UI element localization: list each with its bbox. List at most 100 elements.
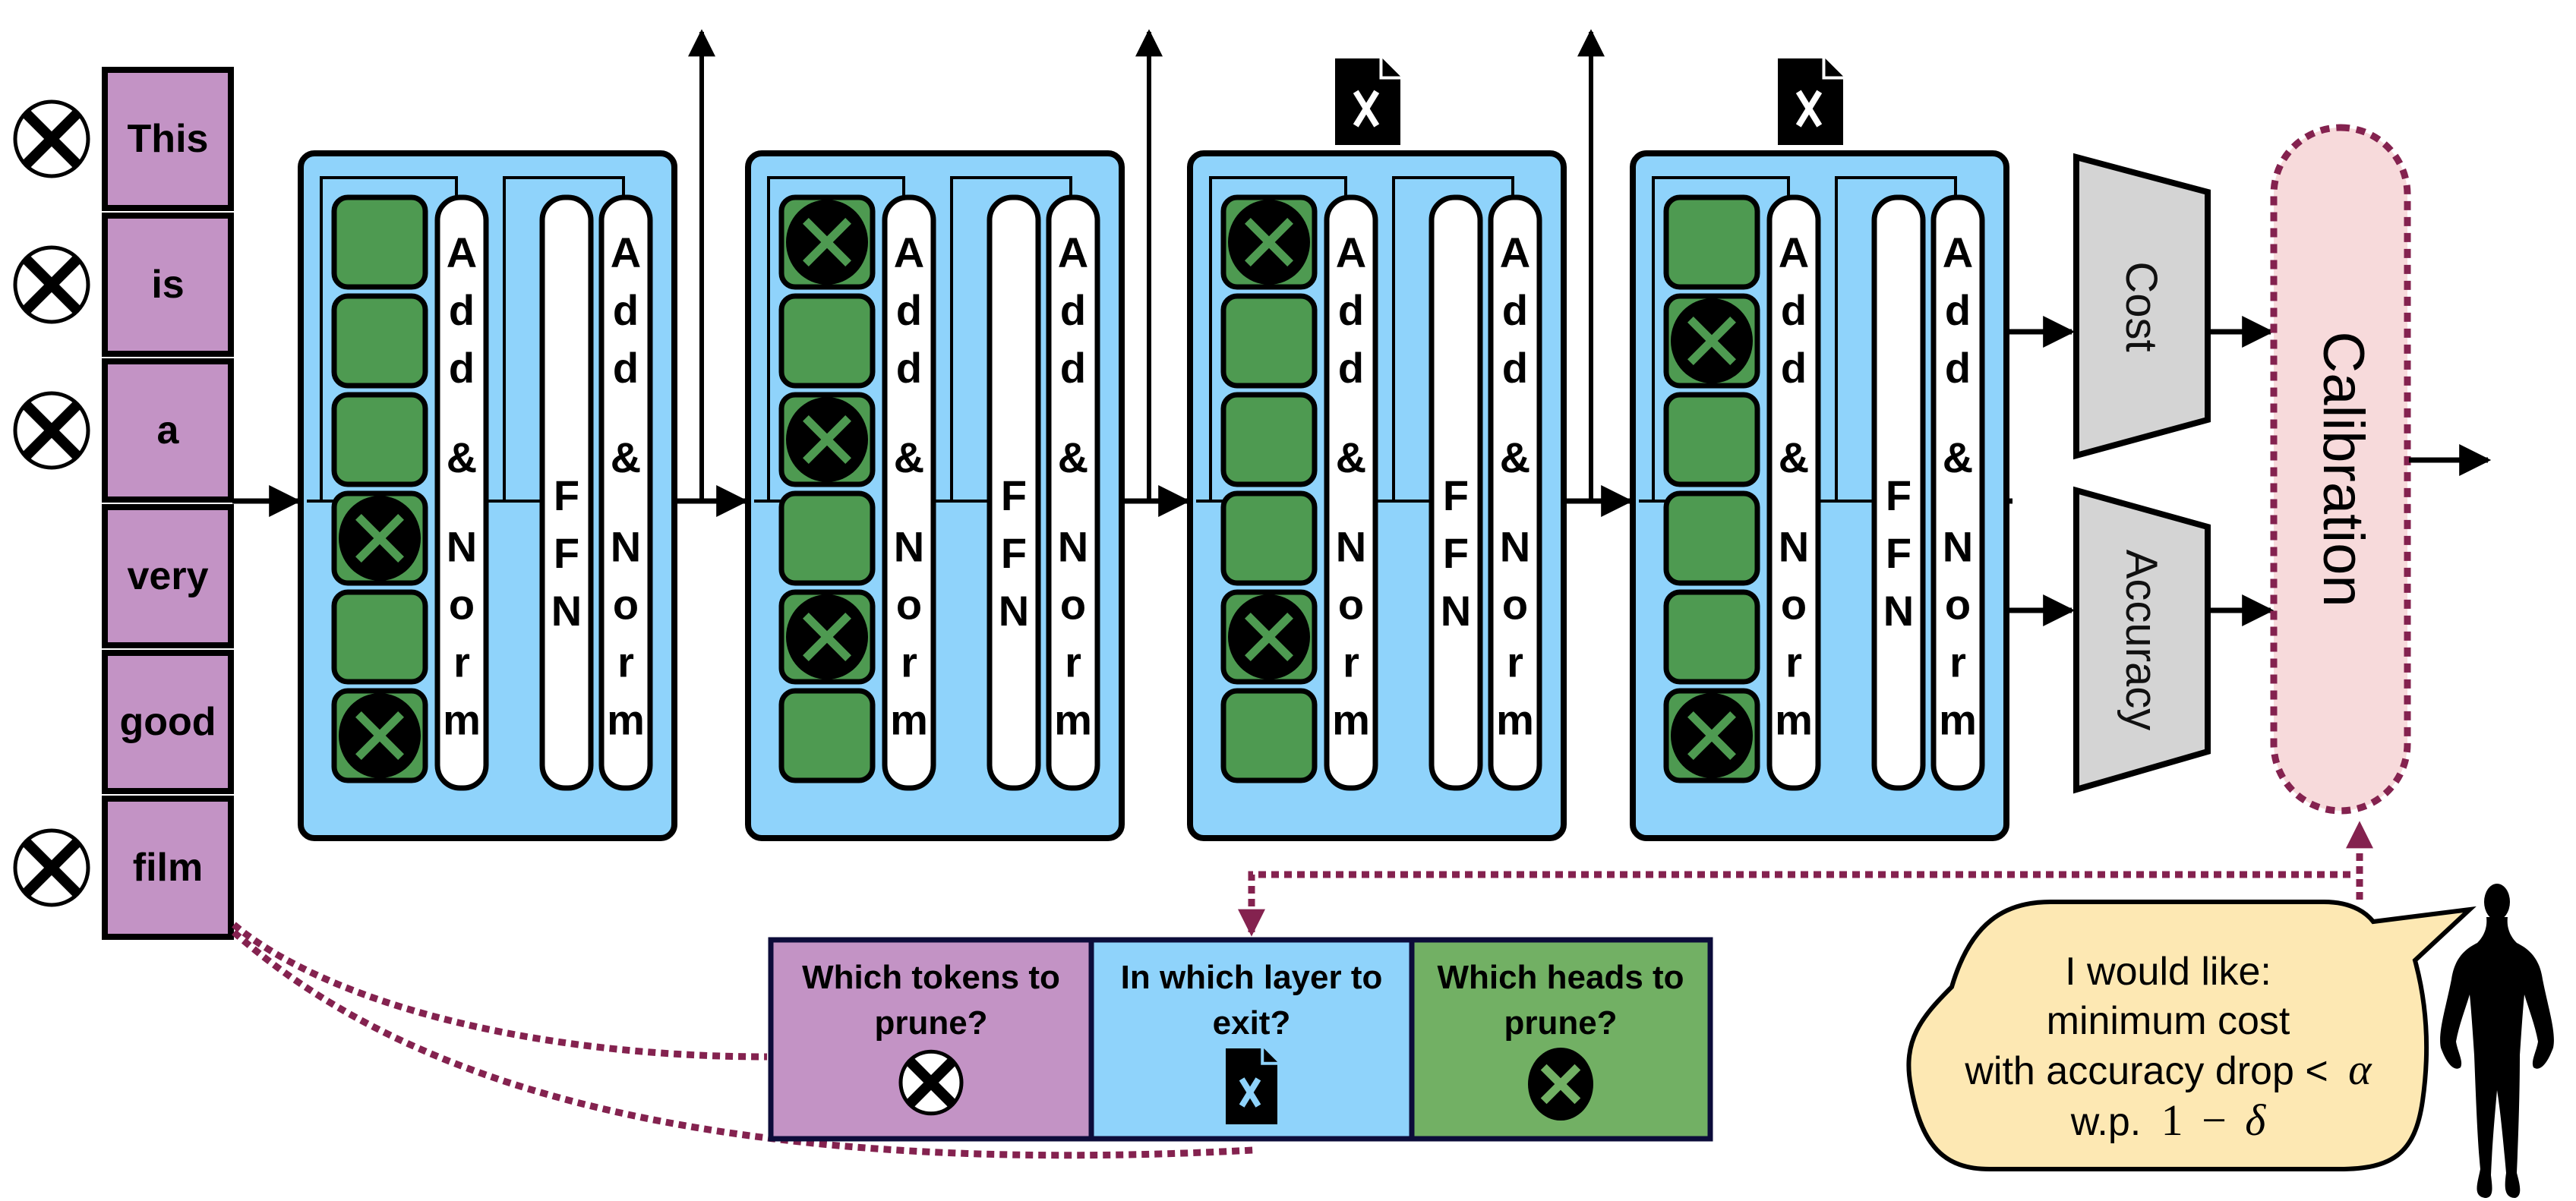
accuracy-predictor: Accuracy <box>2009 486 2275 794</box>
attention-head-6 <box>1663 688 1760 783</box>
question-line-2: exit? <box>1213 1004 1291 1042</box>
bubble-line-4: w.p. 1 − δ <box>2070 1095 2267 1145</box>
attention-head-3 <box>1220 392 1318 487</box>
calibration-label: Calibration <box>2311 331 2376 607</box>
bubble-line-1: I would like: <box>2065 950 2271 994</box>
attention-head-1 <box>1220 194 1318 290</box>
token-text: film <box>133 846 203 890</box>
attention-head-6 <box>331 688 428 783</box>
token-this: This <box>13 67 234 211</box>
attention-head-1 <box>1663 194 1760 290</box>
attention-heads <box>331 194 428 783</box>
question-line-2: prune? <box>874 1004 987 1042</box>
questions-panel: Which tokens to prune? In which layer to ex… <box>768 937 1713 1142</box>
residual-connections <box>754 176 1072 503</box>
question-line-1: In which layer to <box>1121 959 1383 996</box>
delta-symbol: δ <box>2245 1095 2266 1145</box>
bubble-line-3-text: with accuracy drop < <box>1964 1049 2328 1093</box>
question-2: In which layer to exit? <box>1121 959 1383 1124</box>
alpha-symbol: α <box>2348 1045 2372 1094</box>
early-exit-doc-icon <box>1778 58 1843 145</box>
pruned-head-icon <box>786 594 868 679</box>
token-a: a <box>13 358 234 503</box>
token-film: film <box>13 796 234 940</box>
pruned-head-icon <box>786 200 868 285</box>
attention-heads <box>1663 194 1760 783</box>
attention-head-4 <box>778 490 876 586</box>
feedback-connectors <box>232 821 2373 1159</box>
token-prune-icon <box>13 828 90 907</box>
attention-head-2 <box>1663 293 1760 389</box>
question-line-1: Which heads to <box>1437 959 1684 996</box>
attention-heads <box>778 194 876 783</box>
attention-head-2 <box>331 293 428 389</box>
token-prune-icon <box>898 1049 964 1116</box>
bubble-line-2: minimum cost <box>2047 999 2290 1043</box>
token-very: very <box>102 504 234 648</box>
attention-head-5 <box>1663 589 1760 685</box>
math-one: 1 <box>2161 1095 2183 1145</box>
pruned-head-icon <box>1228 594 1310 679</box>
token-text: a <box>157 408 180 452</box>
question-line-1: Which tokens to <box>802 959 1060 996</box>
residual-connections <box>307 176 625 503</box>
calibration-block: Calibration <box>2270 124 2492 815</box>
attention-head-2 <box>1220 293 1318 389</box>
pruned-head-icon <box>786 397 868 482</box>
film-curve-lower <box>232 929 1254 1159</box>
token-text: good <box>119 700 216 744</box>
question-1: Which tokens to prune? <box>802 959 1060 1116</box>
attention-head-6 <box>778 688 876 783</box>
user-speech-bubble: I would like: minimum cost with accuracy… <box>1906 900 2477 1171</box>
cost-label: Cost <box>2117 261 2166 351</box>
token-prune-icon <box>13 391 90 470</box>
token-text: This <box>128 117 209 161</box>
math-minus: − <box>2202 1095 2227 1145</box>
pruned-head-icon <box>339 496 421 581</box>
pruned-head-icon <box>339 693 421 778</box>
attention-head-5 <box>1220 589 1318 685</box>
film-curve-upper <box>232 922 768 1061</box>
calibration-to-questions-connector <box>1238 871 2350 937</box>
pruned-head-icon <box>1671 298 1753 383</box>
attention-head-3 <box>1663 392 1760 487</box>
attention-head-4 <box>1220 490 1318 586</box>
attention-head-1 <box>331 194 428 290</box>
attention-head-3 <box>331 392 428 487</box>
token-prune-icon <box>13 245 90 324</box>
early-exit-doc-icon <box>1226 1048 1277 1124</box>
bubble-line-3: with accuracy drop < α <box>1964 1045 2372 1094</box>
attention-head-4 <box>1663 490 1760 586</box>
attention-head-4 <box>331 490 428 586</box>
attention-head-5 <box>778 589 876 685</box>
pruned-head-icon <box>1228 200 1310 285</box>
early-exit-doc-icon <box>1335 58 1400 145</box>
token-prune-icon <box>13 99 90 178</box>
